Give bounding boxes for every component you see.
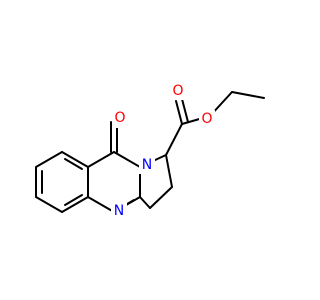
benzene-ring — [35, 151, 89, 213]
bond-double-inner — [64, 158, 83, 170]
atom-label-ring-nitrogen-1: N — [139, 156, 155, 174]
bond — [165, 123, 183, 156]
atom-label-ester-oxygen: O — [199, 110, 215, 128]
bond — [87, 151, 115, 168]
bond — [181, 98, 189, 123]
bond — [113, 151, 141, 168]
bond — [61, 196, 89, 213]
bond — [61, 151, 89, 168]
atom-label-ester-carbonyl-oxygen: O — [170, 82, 186, 100]
atom-label: N — [114, 203, 124, 219]
atom-label-carbonyl-oxygen: O — [112, 110, 128, 128]
atom-label: N — [142, 157, 152, 173]
bond — [35, 196, 63, 213]
atom-label: O — [114, 110, 125, 126]
pyrimidinone-ring — [87, 121, 141, 213]
bond — [139, 196, 151, 209]
bond-double-inner — [64, 194, 83, 206]
bond — [35, 151, 63, 168]
structure-canvas: O N N O O — [35, 82, 265, 220]
bond — [231, 91, 265, 99]
atom-label: O — [201, 111, 212, 127]
bond — [175, 100, 183, 125]
atom-label: O — [172, 83, 183, 99]
bond — [165, 154, 173, 188]
bond — [149, 186, 173, 209]
molecule-diagram: O N N O O — [35, 82, 265, 220]
atom-label-ring-nitrogen-2: N — [111, 202, 127, 220]
bond — [87, 196, 115, 213]
